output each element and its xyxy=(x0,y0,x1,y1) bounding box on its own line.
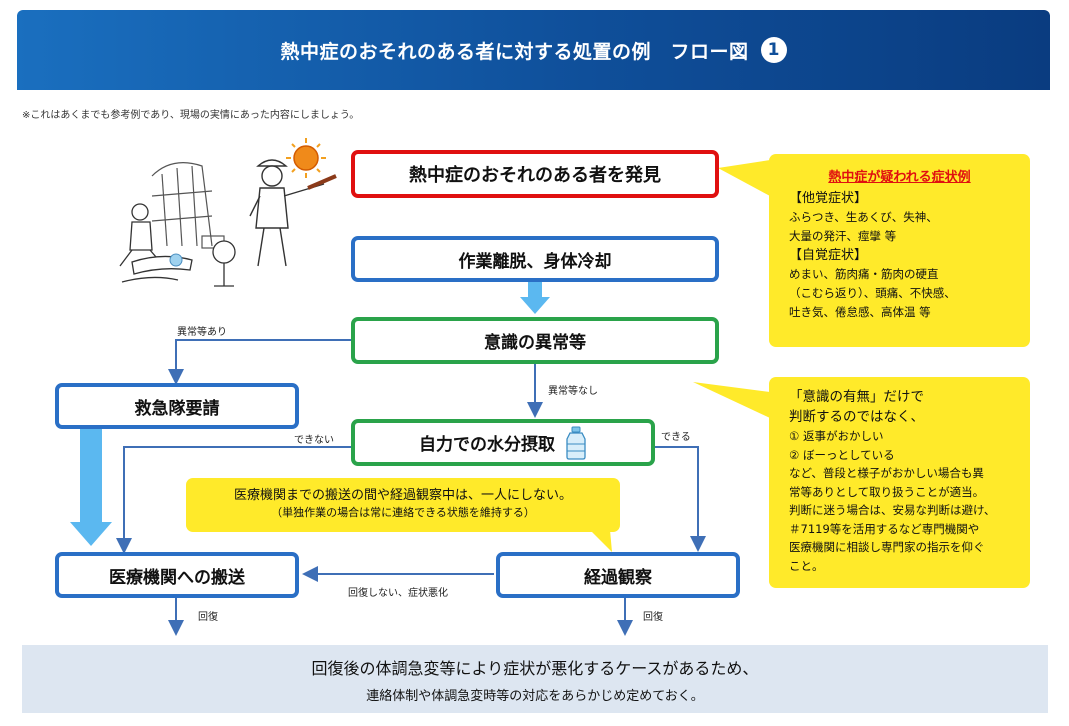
footer-note: 回復後の体調急変等により症状が悪化するケースがあるため、 連絡体制や体調急変時等… xyxy=(22,645,1048,713)
page-title: 熱中症のおそれのある者に対する処置の例 フロー図 xyxy=(280,40,749,63)
judgement-body-line: 医療機関に相談し専門家の指示を仰ぐ xyxy=(789,540,985,554)
objective-symptoms-line: ふらつき、生あくび、失神、 xyxy=(789,210,938,224)
transport-box: 医療機関への搬送 xyxy=(55,552,299,598)
arrow-can xyxy=(655,446,706,552)
arrow-cooling-to-consciousness xyxy=(520,282,550,314)
subjective-symptoms-line: めまい、筋肉痛・筋肉の硬直 xyxy=(789,267,939,281)
cooling-box: 作業離脱、身体冷却 xyxy=(351,236,719,282)
judgement-panel: 「意識の有無」だけで 判断するのではなく、 ① 返事がおかしい ② ぼーっとして… xyxy=(769,377,1030,588)
consciousness-box: 意識の異常等 xyxy=(351,317,719,364)
recovery-left-label: 回復 xyxy=(198,612,218,623)
center-callout-pointer xyxy=(590,530,612,552)
heatstroke-illustration xyxy=(119,138,337,287)
judgement-heading-line: 「意識の有無」だけで xyxy=(789,389,924,405)
reference-note: ※これはあくまでも参考例であり、現場の実情にあった内容にしましょう。 xyxy=(22,110,360,121)
judgement-body-line: 判断に迷う場合は、安易な判断は避け、 xyxy=(789,503,996,517)
can-label: できる xyxy=(661,432,691,443)
discover-box: 熱中症のおそれのある者を発見 xyxy=(351,150,719,198)
symptoms-pointer xyxy=(718,160,770,196)
symptoms-title: 熱中症が疑われる症状例 xyxy=(828,170,971,185)
subjective-symptoms-heading: 【自覚症状】 xyxy=(789,248,868,263)
symptoms-panel: 熱中症が疑われる症状例 【他覚症状】 ふらつき、生あくび、失神、 大量の発汗、痙… xyxy=(769,154,1030,347)
observation-box: 経過観察 xyxy=(496,552,740,598)
hydration-label: 自力での水分摂取 xyxy=(419,435,555,455)
abnormal-yes-label: 異常等あり xyxy=(177,327,227,338)
subjective-symptoms-line: 吐き気、倦怠感、高体温 等 xyxy=(789,305,931,319)
no-recovery-label: 回復しない、症状悪化 xyxy=(348,588,448,599)
number-badge: 1 xyxy=(760,37,787,63)
judgement-body-line: こと。 xyxy=(789,558,824,573)
objective-symptoms-heading: 【他覚症状】 xyxy=(789,191,868,206)
abnormal-no-label: 異常等なし xyxy=(548,386,598,397)
judgement-item: ① 返事がおかしい xyxy=(789,429,884,443)
ambulance-box: 救急隊要請 xyxy=(55,383,299,429)
footer-line2: 連絡体制や体調急変時等の対応をあらかじめ定めておく。 xyxy=(366,689,704,704)
judgement-pointer xyxy=(693,382,770,418)
supervision-callout: 医療機関までの搬送の間や経過観察中は、一人にしない。 （単独作業の場合は常に連絡… xyxy=(186,478,620,532)
arrow-abnormal-yes xyxy=(168,339,352,385)
page-header: 熱中症のおそれのある者に対する処置の例 フロー図 1 xyxy=(17,10,1050,90)
objective-symptoms-line: 大量の発汗、痙攣 等 xyxy=(789,229,897,243)
cannot-label: できない xyxy=(294,435,334,446)
subjective-symptoms-line: （こむら返り）、頭痛、不快感、 xyxy=(789,286,956,300)
judgement-body-line: ＃7119等を活用するなど専門機関や xyxy=(789,521,980,536)
water-bottle-icon xyxy=(566,426,586,460)
judgement-body-line: 常等ありとして取り扱うことが適当。 xyxy=(789,484,985,499)
footer-line1: 回復後の体調急変等により症状が悪化するケースがあるため、 xyxy=(311,659,759,678)
supervision-line2: （単独作業の場合は常に連絡できる状態を維持する） xyxy=(271,506,535,519)
recovery-right-label: 回復 xyxy=(643,612,663,623)
supervision-line1: 医療機関までの搬送の間や経過観察中は、一人にしない。 xyxy=(233,488,572,503)
sun-icon xyxy=(286,138,326,178)
judgement-item: ② ぼーっとしている xyxy=(789,447,895,462)
hydration-box: 自力での水分摂取 xyxy=(351,419,655,466)
judgement-heading-line: 判断するのではなく、 xyxy=(789,409,924,425)
arrow-ambulance-to-transport xyxy=(70,429,112,546)
arrow-cannot xyxy=(116,446,352,554)
judgement-body-line: など、普段と様子がおかしい場合も異 xyxy=(789,466,984,480)
